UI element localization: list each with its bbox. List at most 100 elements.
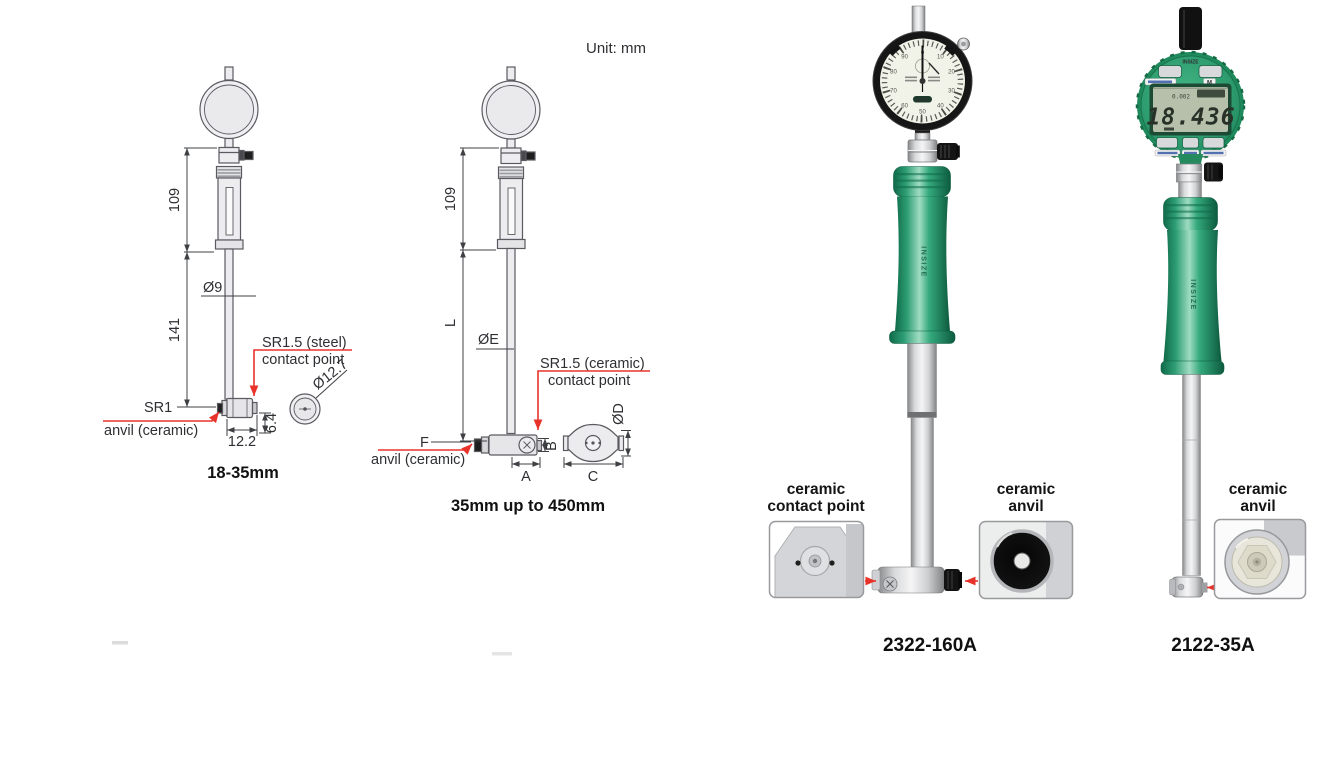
drawing2-dim-D-label: ØD	[611, 403, 627, 425]
p1-contact-inset-dot-right	[829, 560, 835, 566]
drawing1-dim-6-4: 6.4	[259, 412, 280, 434]
p2-anvil-tip	[1202, 582, 1208, 593]
drawing2-dim-109-label: 109	[443, 187, 459, 211]
drawing1-dim-141: 141	[167, 252, 216, 408]
p1-screw-cross	[886, 580, 894, 588]
drawing1-dim-109: 109	[167, 147, 217, 253]
p2-lcd-bar	[1197, 89, 1225, 98]
drawing2-handle-rib	[499, 172, 523, 175]
drawing1-contact-point	[251, 401, 258, 415]
p1-anvil-inset-highlight	[996, 531, 1013, 548]
drawing1-dial-stem	[224, 66, 234, 81]
p2-handle-body	[1163, 230, 1222, 361]
drawing2-anvil-label: anvil (ceramic)	[371, 452, 465, 468]
drawing2-side-dot-left	[585, 441, 588, 445]
p1-numeral-20: 20	[948, 70, 955, 76]
drawing2-anvil-leader	[378, 443, 473, 455]
p1-anvil-inset-frame	[978, 520, 1074, 600]
p2-handle-cap	[1163, 197, 1218, 231]
p1-face-text-left	[905, 76, 917, 79]
p1-logo-pill	[913, 96, 932, 103]
drawing1-handle-rib	[217, 169, 241, 171]
p1-model-label: 2322-160A	[883, 635, 977, 656]
drawing2-side-cap-left	[562, 435, 569, 452]
drawing2-dim-B-label: B	[544, 441, 560, 451]
p2-top-stem	[1179, 7, 1202, 50]
p1-numeral-80: 80	[890, 70, 897, 76]
p1-handle-brand: INSIZE	[920, 246, 927, 278]
drawing2-dim-A: A	[511, 457, 541, 485]
p1-rod-upper	[907, 343, 937, 418]
drawing2-dim-C: C	[563, 457, 624, 485]
drawing2-contact-label-1: SR1.5 (ceramic)	[540, 356, 645, 372]
p2-callout-anvil-2: anvil	[1240, 498, 1275, 515]
drawing2-handle-rib	[499, 169, 523, 172]
drawing2-contact-annotation: SR1.5 (ceramic) contact point	[533, 356, 650, 430]
drawing2-contact-label-2: contact point	[548, 373, 630, 389]
drawing1-dim-12-2-label: 12.2	[228, 434, 256, 450]
artifact-mark-right	[492, 652, 512, 656]
drawing2-knob	[525, 151, 536, 161]
drawing2-dim-E: ØE	[476, 332, 514, 350]
drawing2-contact-leader	[533, 370, 650, 430]
p2-handle-rib	[1165, 217, 1216, 220]
p2-head-end-cap	[1169, 578, 1176, 596]
drawing1-handle-rib	[217, 175, 241, 177]
p2-label-text-left	[1148, 80, 1172, 84]
p2-label-text-low-mid	[1184, 151, 1197, 155]
p1-handle-rib	[895, 186, 949, 189]
drawing2-side-dot-right	[598, 441, 601, 445]
drawing1-handle-rib	[217, 172, 241, 174]
drawing2-dial-stem	[506, 66, 516, 81]
p2-thumb-knob	[1204, 162, 1223, 182]
p2-button-top-left	[1158, 65, 1182, 78]
p2-anvil-inset	[1213, 518, 1307, 600]
p1-face-text-right	[928, 76, 940, 79]
p1-contact-inset-cylinder	[846, 524, 863, 598]
drawing2-dim-A-label: A	[521, 469, 531, 485]
p2-anvil-inset-frame	[1213, 518, 1307, 600]
drawing2-dim-109: 109	[443, 147, 499, 251]
p2-handle-rib	[1165, 210, 1216, 213]
drawing2-side-cap-right	[618, 435, 625, 452]
p1-anvil-inset-tip	[1013, 552, 1031, 570]
drawing1-anvil-leader	[103, 411, 220, 424]
drawing1-head	[225, 397, 254, 419]
drawing1-dim-109-label: 109	[167, 188, 183, 212]
drawing2-head-side-view	[562, 423, 625, 463]
p1-numeral-40: 40	[937, 104, 944, 110]
drawing1-dial-face	[204, 84, 254, 135]
p1-face-text-left2	[905, 79, 917, 82]
drawing2-side-center-dot	[591, 441, 595, 445]
p2-head-screw	[1177, 583, 1185, 591]
p1-brand-logo: INSIZE	[916, 97, 929, 102]
p1-handle-rib	[895, 173, 949, 176]
p1-contact-inset	[768, 520, 865, 599]
p2-lcd-main-digits: 18.436	[1146, 105, 1235, 131]
drawing2-rod	[506, 247, 516, 435]
drawing1-dim-6-4-label: 6.4	[264, 413, 280, 433]
p1-numeral-60: 60	[901, 104, 908, 110]
p2-rod	[1182, 374, 1201, 576]
artifact-mark-left	[112, 641, 128, 645]
drawing2-dim-C-label: C	[588, 469, 598, 485]
p1-anvil-inset	[978, 520, 1074, 600]
drawing2-range-label: 35mm up to 450mm	[451, 497, 605, 515]
p1-needle-hub	[919, 78, 926, 84]
p1-numeral-10: 10	[937, 54, 944, 60]
drawing1-contact-detail: Ø12.7	[289, 356, 351, 425]
drawing2-contact-point	[536, 439, 543, 452]
drawing1-anvil	[216, 402, 224, 414]
p2-anvil-inset-dot	[1255, 560, 1259, 564]
p1-callout-anvil-2: anvil	[1008, 498, 1043, 515]
drawing2-dial-face	[486, 85, 536, 135]
p1-callout-contact-1: ceramic	[787, 481, 846, 498]
drawing1-detail-center	[303, 407, 307, 411]
p2-neck-tube	[1178, 181, 1202, 199]
drawing1-handle-base	[214, 239, 244, 250]
p2-button-low-mid	[1182, 137, 1199, 149]
p1-neck-collar	[914, 132, 931, 141]
drawing1-contact-annotation: SR1.5 (steel) contact point	[249, 335, 352, 396]
p1-dial-ticks	[881, 39, 964, 123]
drawing1-connector	[224, 137, 234, 149]
